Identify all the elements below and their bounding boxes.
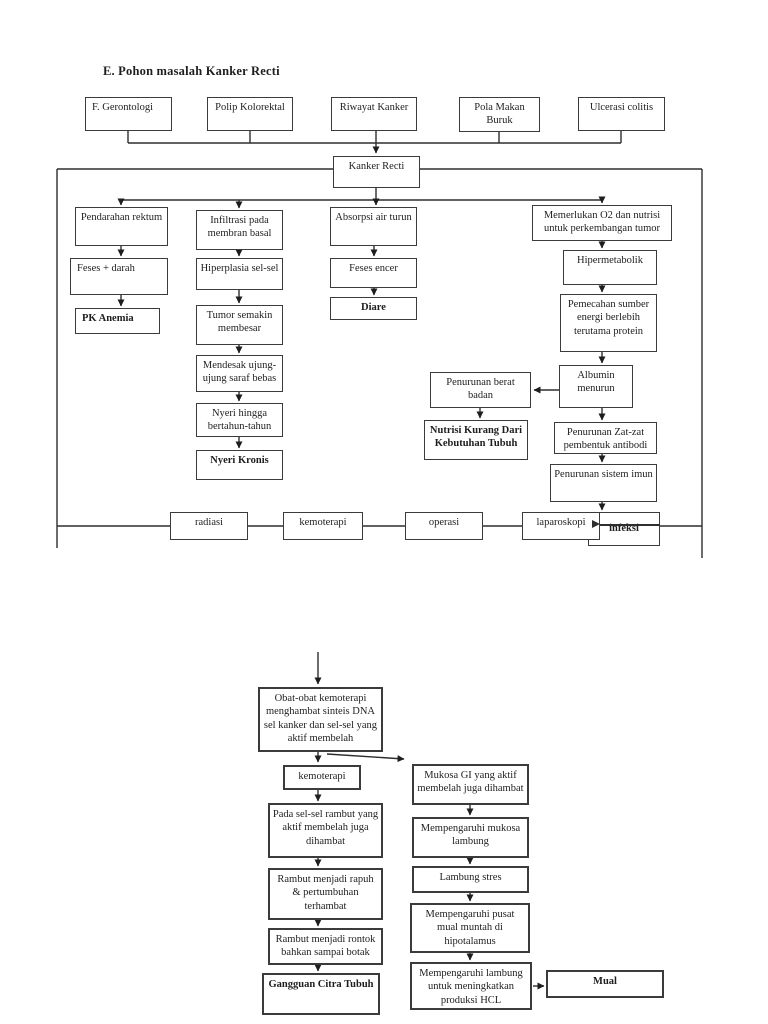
node-nutrisi-kurang: Nutrisi Kurang Dari Kebutuhan Tubuh xyxy=(424,420,528,460)
node-diare: Diare xyxy=(330,297,417,320)
node-pemecahan-energi: Pemecahan sumber energi berlebih terutam… xyxy=(560,294,657,352)
node-penurunan-sistem-imun: Penurunan sistem imun xyxy=(550,464,657,502)
node-nyeri-bertahun: Nyeri hingga bertahun-tahun xyxy=(196,403,283,437)
node-obat-kemoterapi: Obat-obat kemoterapi menghambat sinteis … xyxy=(258,687,383,752)
node-mual: Mual xyxy=(546,970,664,998)
page-title: E. Pohon masalah Kanker Recti xyxy=(103,64,280,78)
node-albumin-menurun: Albumin menurun xyxy=(559,365,633,408)
node-penurunan-zat-antibodi: Penurunan Zat-zat pembentuk antibodi xyxy=(554,422,657,454)
node-mendesak-saraf-bebas: Mendesak ujung-ujung saraf bebas xyxy=(196,355,283,392)
node-cause-ulcerasi-colitis: Ulcerasi colitis xyxy=(578,97,665,131)
infeksi-arrowhead-icon xyxy=(592,520,600,528)
node-pendarahan-rektum: Pendarahan rektum xyxy=(75,207,168,246)
node-operasi: operasi xyxy=(405,512,483,540)
node-mukosa-lambung: Mempengaruhi mukosa lambung xyxy=(412,817,529,858)
node-feses-darah: Feses + darah xyxy=(70,258,168,295)
node-memerlukan-o2-nutrisi: Memerlukan O2 dan nutrisi untuk perkemba… xyxy=(532,205,672,241)
node-infeksi: infeksi xyxy=(588,512,660,546)
node-kemoterapi: kemoterapi xyxy=(283,765,361,790)
infeksi-strike-line xyxy=(600,524,660,526)
node-produksi-hcl: Mempengaruhi lambung untuk meningkatkan … xyxy=(410,962,532,1010)
node-gangguan-citra-tubuh: Gangguan Citra Tubuh xyxy=(262,973,380,1015)
node-absorpsi-air-turun: Absorpsi air turun xyxy=(330,207,417,246)
node-hiperplasia-sel: Hiperplasia sel-sel xyxy=(196,258,283,290)
node-cause-gerontologi: F. Gerontologi xyxy=(85,97,172,131)
node-rambut-rontok: Rambut menjadi rontok bahkan sampai bota… xyxy=(268,928,383,965)
node-hipermetabolik: Hipermetabolik xyxy=(563,250,657,285)
node-cause-riwayat-kanker: Riwayat Kanker xyxy=(331,97,417,131)
node-infiltrasi-membran-basal: Infiltrasi pada membran basal xyxy=(196,210,283,250)
node-mukosa-gi: Mukosa GI yang aktif membelah juga diham… xyxy=(412,764,529,805)
node-feses-encer: Feses encer xyxy=(330,258,417,288)
node-cause-polip-kolorektal: Polip Kolorektal xyxy=(207,97,293,131)
node-radiasi: radiasi xyxy=(170,512,248,540)
node-sel-rambut-dihambat: Pada sel-sel rambut yang aktif membelah … xyxy=(268,803,383,858)
node-cause-pola-makan-buruk: Pola Makan Buruk xyxy=(459,97,540,132)
node-nyeri-kronis: Nyeri Kronis xyxy=(196,450,283,480)
node-pusat-mual-hipotalamus: Mempengaruhi pusat mual muntah di hipota… xyxy=(410,903,530,953)
node-laparoskopi: laparoskopi xyxy=(522,512,600,540)
node-lambung-stres: Lambung stres xyxy=(412,866,529,893)
node-tumor-membesar: Tumor semakin membesar xyxy=(196,305,283,345)
node-rambut-rapuh: Rambut menjadi rapuh & pertumbuhan terha… xyxy=(268,868,383,920)
node-kemoterapi-treatment: kemoterapi xyxy=(283,512,363,540)
node-penurunan-berat-badan: Penurunan berat badan xyxy=(430,372,531,408)
node-root-kanker-recti: Kanker Recti xyxy=(333,156,420,188)
node-pk-anemia: PK Anemia xyxy=(75,308,160,334)
